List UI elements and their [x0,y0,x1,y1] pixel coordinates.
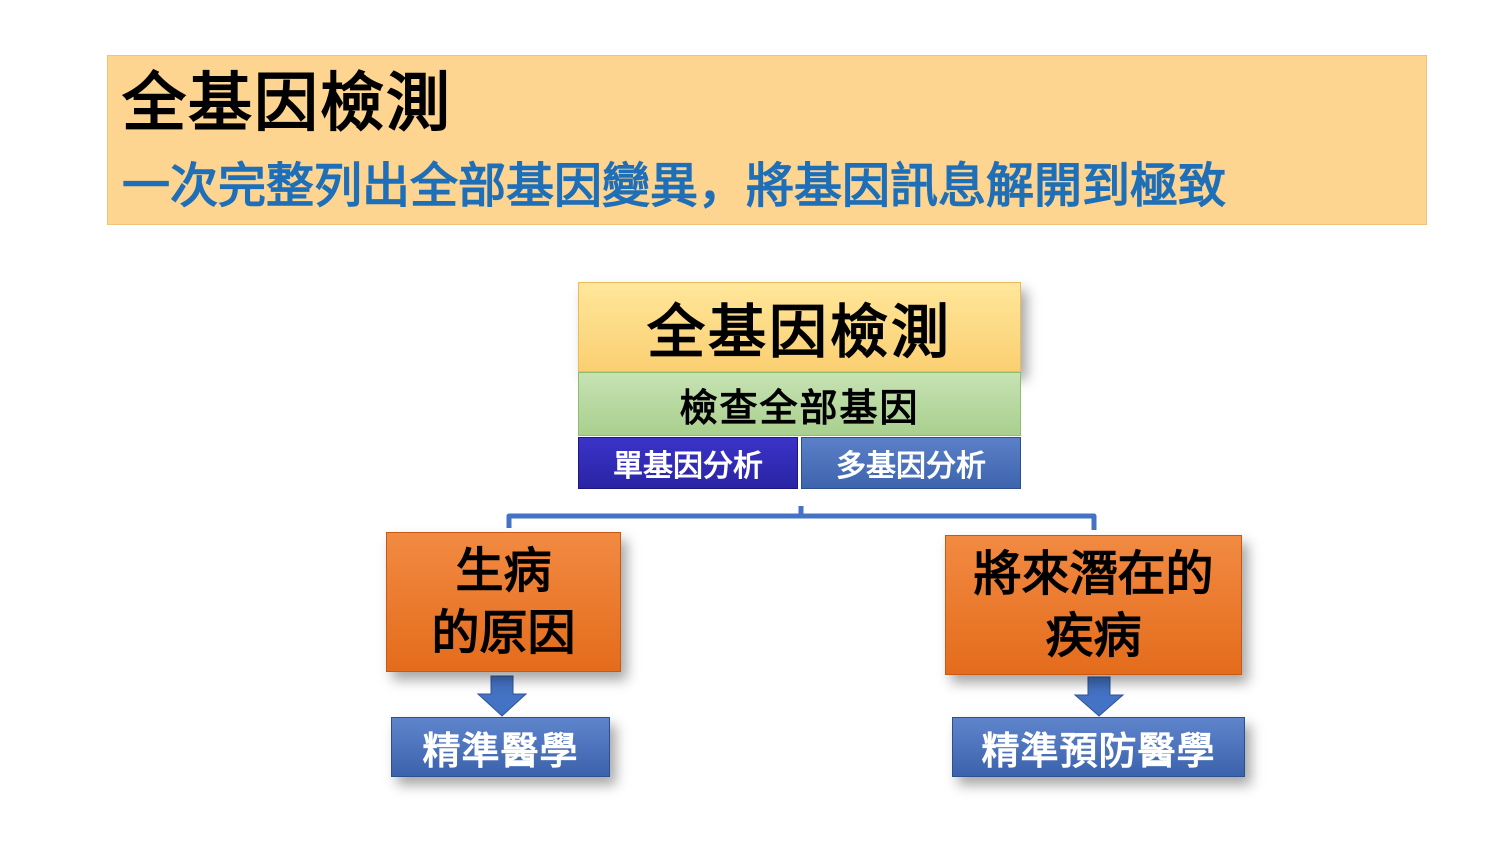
whole-genome-test-box: 全基因檢測 [578,282,1021,372]
disease-cause-line-1: 生病 [455,543,552,599]
multi-gene-analysis-box: 多基因分析 [801,437,1021,489]
check-all-genes-box: 檢查全部基因 [578,372,1021,436]
disease-cause-line-2: 的原因 [431,605,576,661]
precision-medicine-box: 精準醫學 [391,717,610,777]
disease-cause-box: 生病 的原因 [386,532,621,672]
future-disease-box: 將來潛在的 疾病 [945,535,1242,675]
bracket-connector [506,506,1097,530]
precision-preventive-medicine-box: 精準預防醫學 [952,717,1245,777]
arrow-down-icon-right [1073,676,1125,717]
page-subtitle: 一次完整列出全部基因變異，將基因訊息解開到極致 [122,158,1227,214]
arrow-down-icon-left [476,675,528,717]
single-gene-analysis-box: 單基因分析 [578,437,798,489]
header-banner: 全基因檢測 一次完整列出全部基因變異，將基因訊息解開到極致 [107,55,1427,225]
page-title: 全基因檢測 [122,67,452,141]
future-disease-line-2: 疾病 [1045,608,1142,664]
future-disease-line-1: 將來潛在的 [973,546,1214,602]
